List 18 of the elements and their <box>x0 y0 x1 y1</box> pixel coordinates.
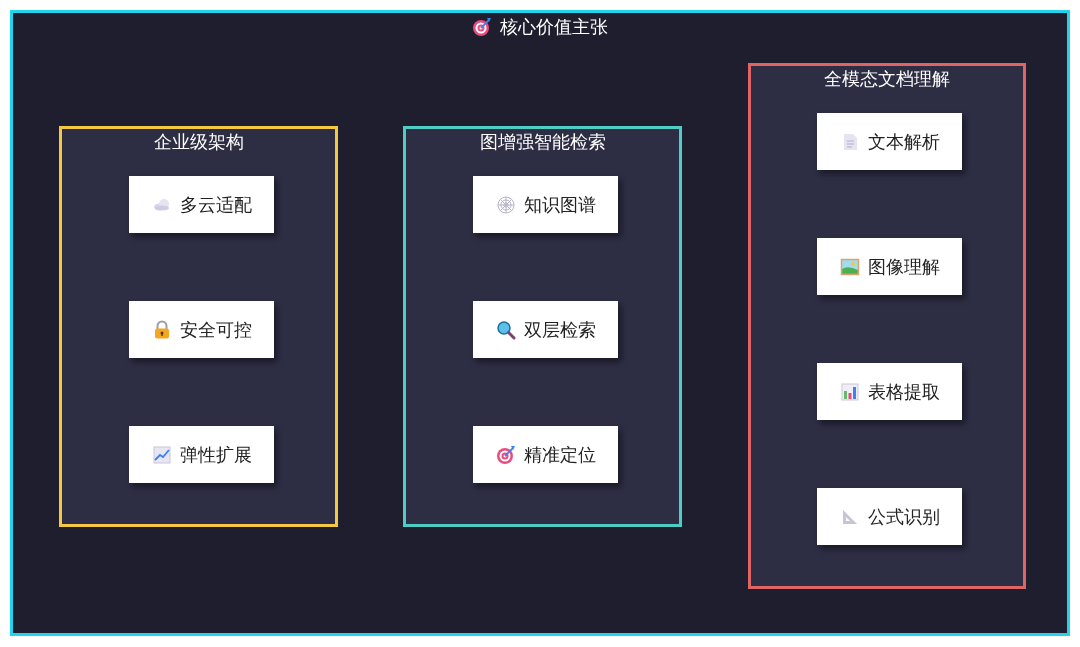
group-panel <box>59 126 338 527</box>
feature-card: 多云适配 <box>129 176 274 233</box>
group-panel <box>403 126 682 527</box>
frame-panel <box>10 10 1070 636</box>
feature-card: 双层检索 <box>473 301 618 358</box>
group-title: 全模态文档理解 <box>824 67 950 91</box>
frame-title: 核心价值主张 <box>500 15 608 39</box>
feature-card: 表格提取 <box>817 363 962 420</box>
feature-card: 公式识别 <box>817 488 962 545</box>
feature-card: 精准定位 <box>473 426 618 483</box>
feature-card: 文本解析 <box>817 113 962 170</box>
feature-card: 弹性扩展 <box>129 426 274 483</box>
group-title: 图增强智能检索 <box>479 130 606 154</box>
feature-card: 图像理解 <box>817 238 962 295</box>
feature-card: 安全可控 <box>129 301 274 358</box>
group-title: 企业级架构 <box>153 130 244 154</box>
feature-card: 知识图谱 <box>473 176 618 233</box>
group-panel <box>748 63 1026 589</box>
